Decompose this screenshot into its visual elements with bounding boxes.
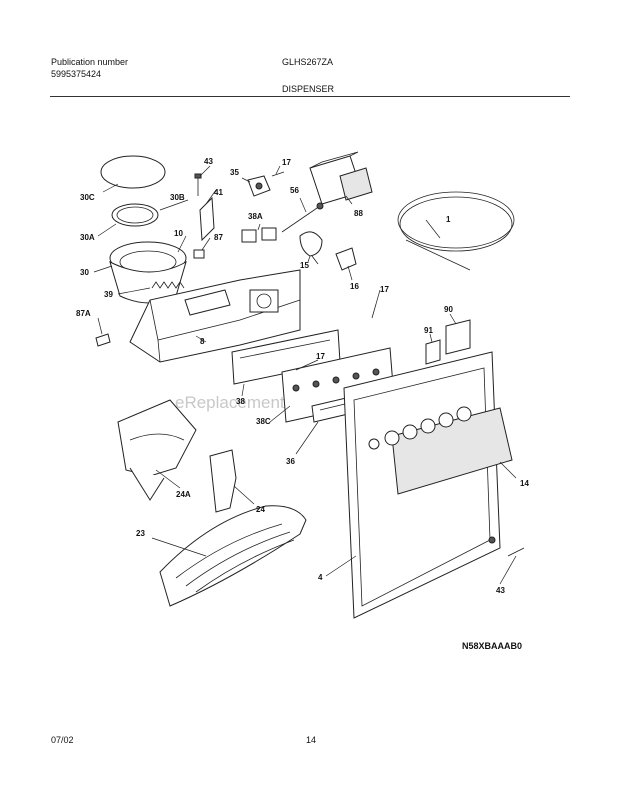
- callout-label: 38C: [256, 417, 271, 426]
- callout-label: 1: [446, 215, 451, 224]
- callout-label: 88: [354, 209, 363, 218]
- callout-label: 14: [520, 479, 529, 488]
- ring-30c: [100, 155, 166, 189]
- callout-label: 17: [380, 285, 389, 294]
- chute-24a: [117, 399, 197, 477]
- callout-label: 16: [350, 282, 359, 291]
- callout-label: 43: [496, 586, 505, 595]
- callout-label: 30B: [170, 193, 185, 202]
- callout-label: 15: [300, 261, 309, 270]
- callout-label: 38: [236, 397, 245, 406]
- callout-label: 24: [256, 505, 265, 514]
- callout-label: 30A: [80, 233, 95, 242]
- lever-24: [209, 449, 237, 513]
- rod-56: [281, 205, 321, 233]
- callout-label: 39: [104, 290, 113, 299]
- clip-87: [193, 249, 205, 259]
- publication-label: Publication number: [51, 57, 129, 67]
- callout-label: 36: [286, 457, 295, 466]
- callout-label: 87: [214, 233, 223, 242]
- callout-label: 38A: [248, 212, 263, 221]
- bracket-91: [425, 339, 441, 365]
- screw-17-top: [271, 171, 285, 177]
- publication-number: 5995375424: [51, 69, 102, 79]
- section-title: DISPENSER: [282, 84, 335, 94]
- model-number: GLHS267ZA: [282, 57, 334, 67]
- lamp-15: [299, 231, 323, 257]
- callout-label: 56: [290, 186, 299, 195]
- callout-label: 17: [282, 158, 291, 167]
- callout-label: 87A: [76, 309, 91, 318]
- callout-label: 90: [444, 305, 453, 314]
- socket-16: [335, 247, 357, 271]
- header-rule: [50, 96, 570, 97]
- callout-label: 17: [316, 352, 325, 361]
- callout-label: 41: [214, 188, 223, 197]
- callout-label: 8: [200, 337, 205, 346]
- ring-30b: [111, 203, 159, 227]
- callout-label: 35: [230, 168, 239, 177]
- connector-38a-1: [241, 229, 257, 243]
- callout-label: 30C: [80, 193, 95, 202]
- page-number: 14: [306, 735, 317, 745]
- callout-label: 23: [136, 529, 145, 538]
- spring-10: [151, 281, 185, 289]
- bracket-41: [199, 196, 215, 242]
- callout-labels: 43 17 35 41 56 30C 30B 88 1 87 38A 10 30…: [76, 157, 529, 595]
- leader-lines: [93, 165, 517, 585]
- funnel-housing-30: [109, 260, 187, 304]
- diagram-code: N58XBAAAB0: [462, 641, 523, 651]
- callout-label: 10: [174, 229, 183, 238]
- callout-label: 91: [424, 326, 433, 335]
- tube-1: [397, 191, 515, 249]
- clip-87a: [95, 333, 111, 347]
- connector-38a-2: [261, 227, 277, 241]
- callout-label: 4: [318, 573, 323, 582]
- callout-label: 43: [204, 157, 213, 166]
- callout-label: 30: [80, 268, 89, 277]
- screw-43-bottom: [507, 547, 525, 557]
- callout-label: 24A: [176, 490, 191, 499]
- bracket-90: [445, 319, 471, 355]
- screw-17-mid: [371, 303, 377, 319]
- footer-date: 07/02: [51, 735, 74, 745]
